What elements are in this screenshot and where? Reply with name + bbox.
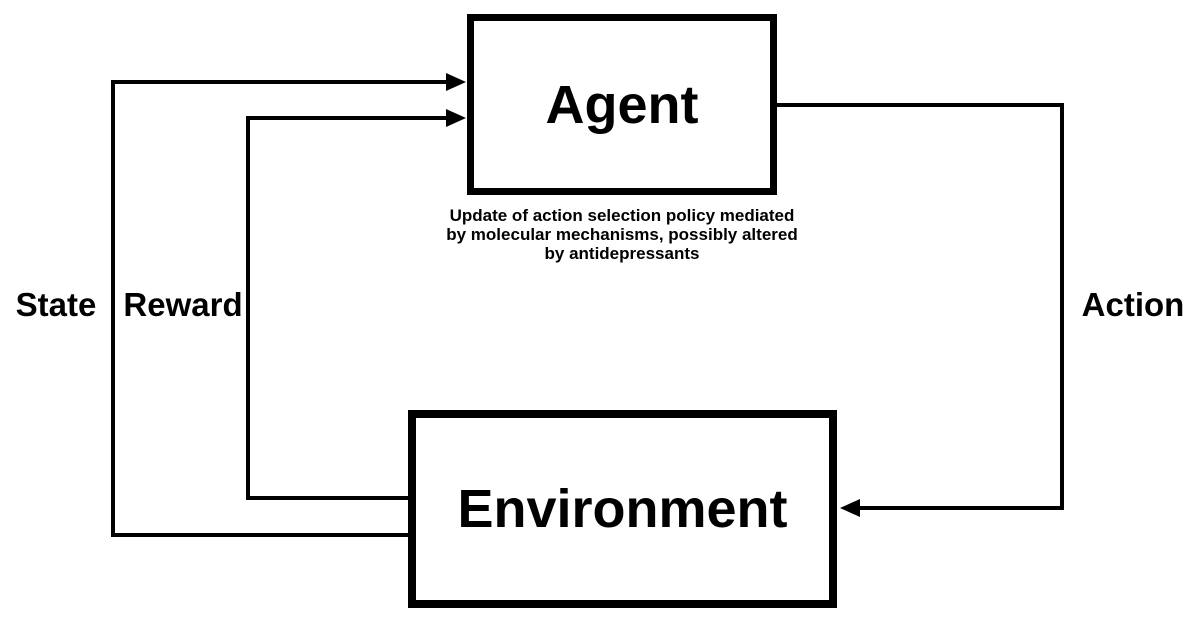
environment-box-label: Environment xyxy=(457,479,788,539)
agent-caption-line: by molecular mechanisms, possibly altere… xyxy=(446,225,798,244)
action-edge-label: Action xyxy=(1081,286,1185,323)
state-arrow xyxy=(111,73,466,537)
action-arrow xyxy=(777,103,1064,517)
agent-caption-line: by antidepressants xyxy=(544,244,700,263)
reward-edge-label: Reward xyxy=(123,286,243,323)
agent-box: Agent xyxy=(467,14,777,195)
reward-arrow xyxy=(246,109,466,500)
environment-box: Environment xyxy=(408,410,837,608)
state-edge-label: State xyxy=(15,286,97,323)
agent-caption: Update of action selection policy mediat… xyxy=(322,206,922,263)
agent-caption-line: Update of action selection policy mediat… xyxy=(449,206,795,225)
agent-box-label: Agent xyxy=(545,74,699,135)
